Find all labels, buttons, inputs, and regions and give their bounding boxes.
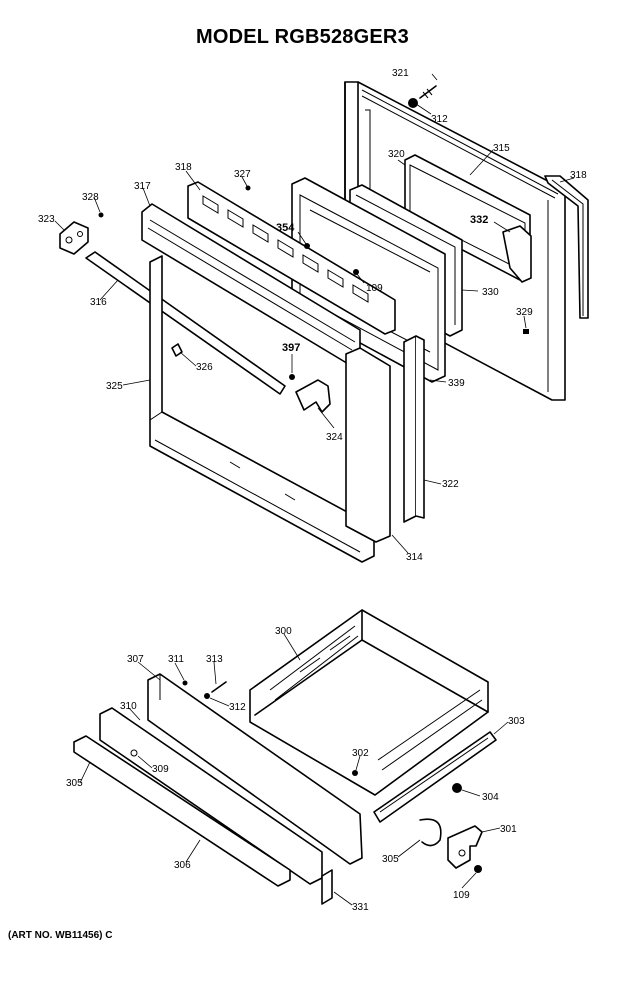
label-332: 332 — [470, 214, 488, 226]
drawer-end-cap — [321, 869, 333, 905]
door-handle-rod — [85, 251, 286, 395]
label-109: 109 — [366, 283, 383, 294]
diagram-title: MODEL RGB528GER3 — [196, 26, 409, 48]
label-312: 312 — [431, 114, 448, 125]
grommet-312 — [408, 98, 418, 108]
bushing-304 — [452, 783, 462, 793]
screw-312b — [204, 693, 210, 699]
leader-lines — [54, 73, 575, 906]
door-stop — [295, 379, 331, 413]
drawer-rail — [373, 731, 497, 823]
label-305b: 305 — [66, 778, 83, 789]
drawer-bracket — [447, 825, 483, 869]
label-397: 397 — [282, 342, 300, 354]
drawer-tub — [249, 609, 489, 796]
screw-313 — [211, 681, 227, 693]
screw-327 — [245, 185, 251, 191]
label-320: 320 — [388, 149, 405, 160]
screw-302 — [352, 770, 358, 776]
label-324: 324 — [326, 432, 343, 443]
screw-354 — [304, 243, 310, 249]
door-side-trim — [544, 175, 589, 319]
label-301: 301 — [500, 824, 517, 835]
label-307: 307 — [127, 654, 144, 665]
handle-end-cap — [59, 221, 89, 255]
label-354: 354 — [276, 222, 295, 234]
label-309: 309 — [152, 764, 169, 775]
label-326: 326 — [196, 362, 213, 373]
label-310: 310 — [120, 701, 137, 712]
screw-328 — [98, 212, 104, 218]
screw-109b — [474, 865, 482, 873]
drawer-handle-trim — [73, 735, 291, 887]
label-323: 323 — [38, 214, 55, 225]
label-318: 318 — [175, 162, 192, 173]
door-glass — [345, 347, 391, 543]
label-305: 305 — [382, 854, 399, 865]
label-339: 339 — [448, 378, 465, 389]
label-314: 314 — [406, 552, 423, 563]
screw-311 — [182, 680, 188, 686]
label-300: 300 — [275, 626, 292, 637]
label-321: 321 — [392, 68, 409, 79]
label-315: 315 — [493, 143, 510, 154]
label-322: 322 — [442, 479, 459, 490]
screw-397 — [289, 374, 295, 380]
label-311: 311 — [168, 654, 184, 665]
part-labels: 321 312 320 315 318 318 327 328 317 323 … — [38, 68, 587, 913]
hinge-channel — [403, 335, 425, 523]
label-312b: 312 — [229, 702, 246, 713]
label-304: 304 — [482, 792, 499, 803]
spring-305 — [419, 818, 442, 847]
screw-329 — [523, 329, 529, 334]
vent-trim — [187, 181, 396, 335]
screw-321 — [419, 85, 437, 99]
screw-109 — [353, 269, 359, 275]
label-318-right: 318 — [570, 170, 587, 181]
label-329: 329 — [516, 307, 533, 318]
label-325: 325 — [106, 381, 123, 392]
label-306: 306 — [174, 860, 191, 871]
label-109b: 109 — [453, 890, 470, 901]
window-frame — [404, 154, 532, 283]
label-331: 331 — [352, 902, 369, 913]
label-317: 317 — [134, 181, 151, 192]
label-328: 328 — [82, 192, 99, 203]
clip-326 — [171, 343, 183, 357]
label-313: 313 — [206, 654, 223, 665]
drawer-front-panel — [147, 673, 363, 865]
label-330: 330 — [482, 287, 499, 298]
art-number: (ART NO. WB11456) C — [8, 930, 113, 941]
screw-309 — [130, 749, 138, 757]
label-303: 303 — [508, 716, 525, 727]
label-316: 316 — [90, 297, 107, 308]
label-327: 327 — [234, 169, 251, 180]
label-302: 302 — [352, 748, 369, 759]
